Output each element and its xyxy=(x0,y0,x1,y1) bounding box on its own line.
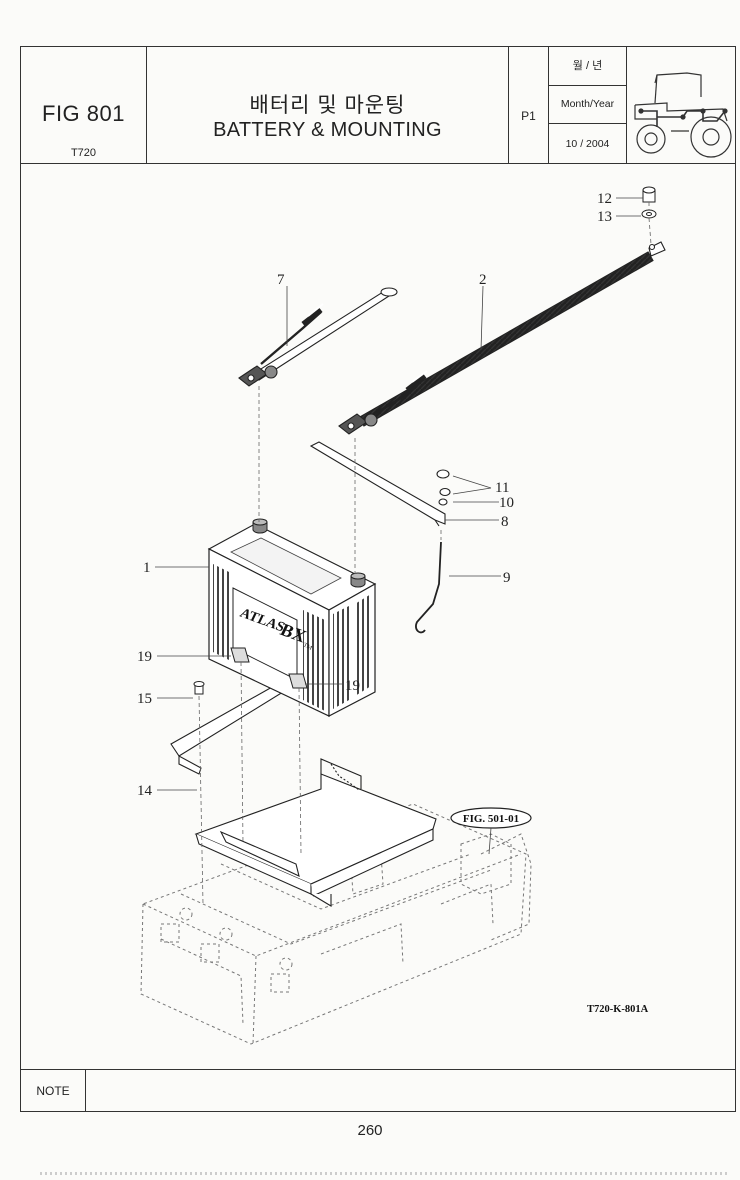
model-code: T720 xyxy=(70,147,97,159)
battery-tm: TM xyxy=(302,642,313,652)
drawing-code: T720-K-801A xyxy=(587,1004,649,1015)
fig-reference: FIG. 501-01 xyxy=(450,807,532,855)
date-cell: 월 / 년 Month/Year 10 / 2004 xyxy=(549,47,627,163)
scan-artifact xyxy=(40,1172,730,1175)
fig-number: FIG 801 xyxy=(42,101,125,126)
callout-14: 14 xyxy=(137,783,153,799)
leader-lines xyxy=(155,197,643,791)
callout-19-lower: 19 xyxy=(345,678,360,694)
fig-reference-label: FIG. 501-01 xyxy=(463,813,519,825)
title-korean: 배터리 및 마운팅 xyxy=(249,94,406,117)
tractor-icon-cell xyxy=(627,47,737,163)
callout-labels: 1 2 7 8 9 10 11 12 13 14 15 19 19 xyxy=(137,191,612,799)
page-frame: FIG 801 T720 배터리 및 마운팅 BATTERY & MOUNTIN… xyxy=(20,46,736,1112)
title-block: FIG 801 T720 배터리 및 마운팅 BATTERY & MOUNTIN… xyxy=(21,47,735,164)
callout-13: 13 xyxy=(597,209,612,225)
exploded-parts-drawing: ATLAS BX TM xyxy=(137,186,666,1045)
fig-cell: FIG 801 T720 xyxy=(21,47,147,163)
page-number: 260 xyxy=(357,1122,383,1139)
chassis-frame xyxy=(140,803,532,1045)
callout-19-upper: 19 xyxy=(137,649,152,665)
callout-2: 2 xyxy=(479,272,487,288)
note-label: NOTE xyxy=(21,1070,86,1112)
callout-11: 11 xyxy=(495,480,509,496)
battery-cable-2 xyxy=(338,241,666,435)
battery: ATLAS BX TM xyxy=(207,518,377,717)
hold-down-bracket xyxy=(309,441,451,634)
page-id: P1 xyxy=(521,109,536,123)
note-row: NOTE xyxy=(21,1069,735,1112)
battery-pads-bolt xyxy=(193,647,308,695)
battery-cable-7 xyxy=(238,287,398,387)
page-id-cell: P1 xyxy=(509,47,549,163)
callout-10: 10 xyxy=(499,495,514,511)
callout-8: 8 xyxy=(501,514,509,530)
callout-7: 7 xyxy=(277,272,285,288)
callout-9: 9 xyxy=(503,570,511,586)
title-cell: 배터리 및 마운팅 BATTERY & MOUNTING xyxy=(147,47,509,163)
callout-15: 15 xyxy=(137,691,152,707)
tractor-icon xyxy=(634,72,732,158)
battery-tray xyxy=(170,681,437,907)
date-label-english: Month/Year xyxy=(549,85,626,124)
callout-1: 1 xyxy=(143,560,151,576)
date-value: 10 / 2004 xyxy=(565,138,610,150)
terminal-nut-washer xyxy=(641,186,657,219)
callout-12: 12 xyxy=(597,191,612,207)
date-label-korean: 월 / 년 xyxy=(549,47,626,86)
alignment-lines xyxy=(198,202,652,905)
title-english: BATTERY & MOUNTING xyxy=(213,119,442,141)
